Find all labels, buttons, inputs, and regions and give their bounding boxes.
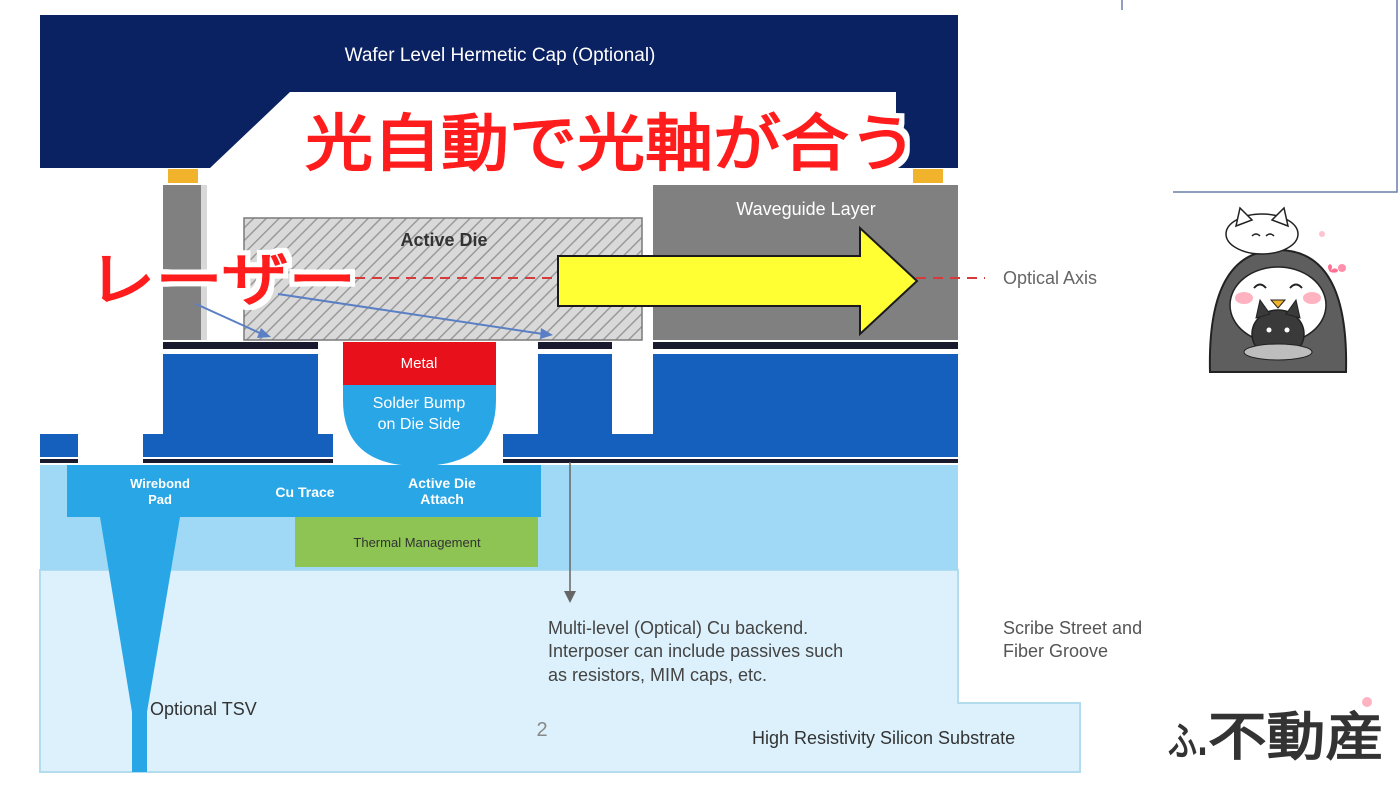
cap-label: Wafer Level Hermetic Cap (Optional) bbox=[345, 45, 656, 66]
seal-pad-right bbox=[913, 169, 943, 183]
logo-sakura-icon bbox=[1362, 697, 1372, 707]
active-die-label: Active Die bbox=[400, 230, 487, 250]
title-overlay-jp: 光自動で光軸が合う bbox=[305, 107, 917, 180]
box-outline bbox=[1121, 0, 1398, 193]
optical-axis-label: Optical Axis bbox=[1003, 268, 1097, 288]
substrate-label: High Resistivity Silicon Substrate bbox=[752, 728, 1015, 748]
thermal-management-block bbox=[295, 517, 538, 567]
wirebond-pad-label: Wirebond bbox=[130, 476, 190, 491]
logo-text-jp: 不動産 bbox=[1208, 708, 1384, 768]
cap-pillar bbox=[163, 185, 201, 340]
solder-bump-label-2: on Die Side bbox=[378, 416, 461, 433]
seal-pad-left bbox=[168, 169, 198, 183]
solder-bump bbox=[343, 385, 496, 466]
hermetic-cap bbox=[40, 15, 958, 168]
die-attach-label-2: Attach bbox=[420, 491, 464, 507]
logo-fragment: ふ. bbox=[1168, 719, 1208, 765]
wirebond-pad-label-2: Pad bbox=[148, 492, 172, 507]
solder-bump-label: Solder Bump bbox=[373, 395, 466, 412]
cap-pillar-edge bbox=[201, 185, 207, 340]
yellow-arrow bbox=[557, 225, 919, 337]
page-number: 2 bbox=[536, 719, 547, 741]
backend-arrow bbox=[564, 462, 576, 603]
metal-label: Metal bbox=[401, 355, 438, 372]
laser-arrows bbox=[195, 293, 553, 339]
scribe-label-1: Scribe Street and bbox=[1003, 618, 1142, 638]
die-attach-label: Active Die bbox=[408, 475, 476, 491]
laser-overlay-jp: レーザー bbox=[88, 246, 356, 314]
thermal-label: Thermal Management bbox=[353, 535, 481, 550]
penguin-cat-mascot bbox=[1208, 206, 1348, 373]
cu-trace-label: Cu Trace bbox=[275, 484, 334, 500]
tsv-label: Optional TSV bbox=[150, 699, 257, 719]
cu-trace-band bbox=[67, 465, 541, 517]
backend-label-2: Interposer can include passives such bbox=[548, 641, 843, 661]
metal-pad bbox=[343, 342, 496, 385]
backend-label-1: Multi-level (Optical) Cu backend. bbox=[548, 618, 808, 638]
metal-lines bbox=[40, 342, 958, 463]
interposer-dark-blue bbox=[40, 354, 958, 457]
backend-label-3: as resistors, MIM caps, etc. bbox=[548, 665, 767, 685]
scribe-label-2: Fiber Groove bbox=[1003, 641, 1108, 661]
optional-tsv bbox=[100, 517, 180, 772]
waveguide-label: Waveguide Layer bbox=[736, 199, 875, 219]
